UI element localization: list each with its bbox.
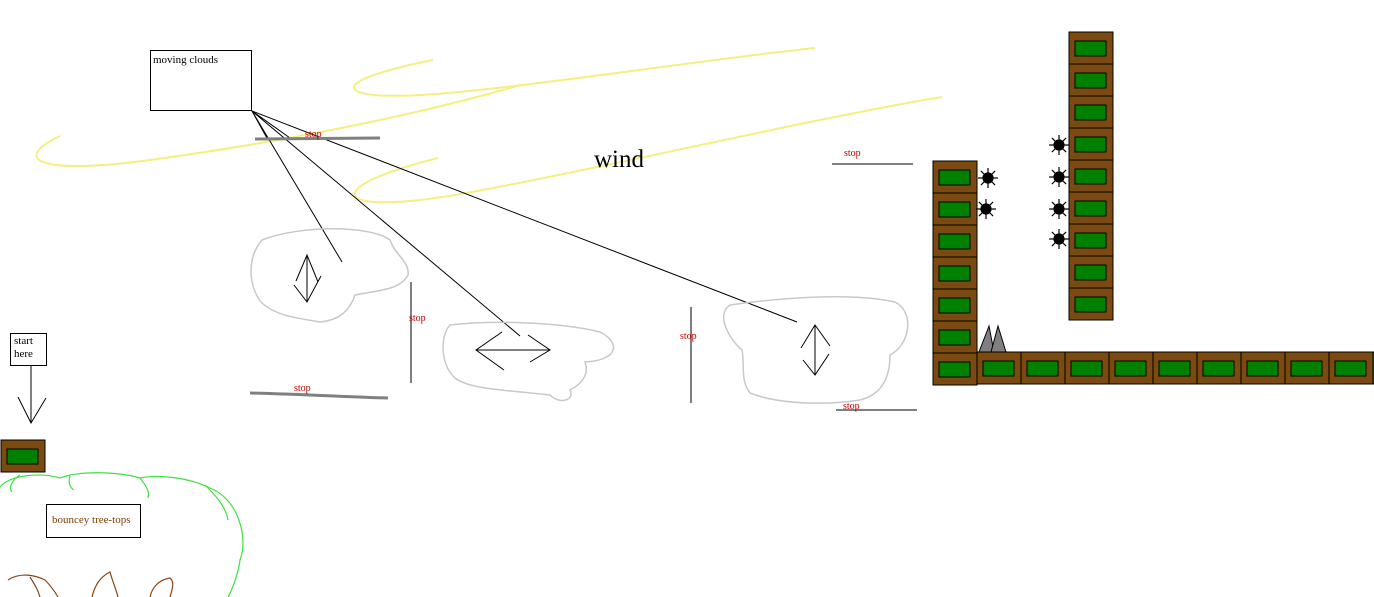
bouncey-tree-tops-label: bouncey tree-tops — [52, 514, 131, 526]
cloud-platform-icon — [723, 295, 909, 404]
brick-block-icon — [1152, 351, 1198, 385]
pointer-lines — [251, 110, 798, 337]
brick-block-icon — [932, 352, 978, 386]
arrow-icon — [800, 324, 831, 376]
brick-block-icon — [976, 351, 1022, 385]
brick-block-icon — [932, 320, 978, 354]
brick-block-icon — [1068, 223, 1114, 257]
brick-block-icon — [1068, 63, 1114, 97]
brick-block-icon — [1108, 351, 1154, 385]
stop-label-right-top: stop — [844, 148, 861, 159]
stop-lines — [249, 136, 917, 411]
arrow-icon — [475, 331, 551, 371]
brick-block-icon — [932, 288, 978, 322]
tree-tops — [0, 472, 244, 597]
start-here-note: start here — [10, 333, 47, 366]
brick-block-icon — [1240, 351, 1286, 385]
brick-block-icon — [1068, 127, 1114, 161]
spider-icon — [976, 199, 996, 219]
tree-trunks — [7, 571, 174, 597]
cloud-platform-icon — [442, 321, 615, 402]
spike-icon — [978, 324, 1007, 353]
brick-block-icon — [1020, 351, 1066, 385]
brick-block-icon — [932, 160, 978, 194]
moving-clouds-label: moving clouds — [153, 54, 219, 66]
brick-block-icon — [1328, 351, 1374, 385]
brick-blocks — [0, 31, 1374, 473]
spider-icons — [976, 135, 1069, 249]
wind-swirls — [35, 47, 943, 204]
brick-block-icon — [1068, 191, 1114, 225]
brick-block-icon — [932, 224, 978, 258]
brick-block-icon — [932, 256, 978, 290]
wind-label: wind — [594, 146, 644, 173]
brick-block-icon — [1284, 351, 1330, 385]
bouncey-tree-tops-note: bouncey tree-tops — [46, 504, 141, 538]
spider-icon — [1049, 229, 1069, 249]
start-here-label: start here — [14, 335, 33, 360]
cloud-platform-icon — [250, 228, 409, 323]
stop-label-mid-right: stop — [680, 331, 697, 342]
stop-label-bottom-left: stop — [294, 383, 311, 394]
brick-block-icon — [1068, 95, 1114, 129]
spider-icon — [978, 168, 998, 188]
brick-block-icon — [1068, 287, 1114, 321]
brick-block-icon — [0, 439, 46, 473]
spider-icon — [1049, 135, 1069, 155]
moving-clouds-note: moving clouds — [150, 50, 252, 111]
brick-block-icon — [1068, 255, 1114, 289]
brick-block-icon — [1196, 351, 1242, 385]
brick-block-icon — [1064, 351, 1110, 385]
spider-icon — [1049, 167, 1069, 187]
stop-label-mid-left: stop — [409, 313, 426, 324]
stop-label-bottom-right: stop — [843, 401, 860, 412]
brick-block-icon — [1068, 159, 1114, 193]
brick-block-icon — [1068, 31, 1114, 65]
stop-label-top: stop — [305, 129, 322, 140]
spider-icon — [1049, 199, 1069, 219]
arrow-icon — [293, 253, 322, 303]
arrow-icon — [17, 366, 47, 425]
brick-block-icon — [932, 192, 978, 226]
